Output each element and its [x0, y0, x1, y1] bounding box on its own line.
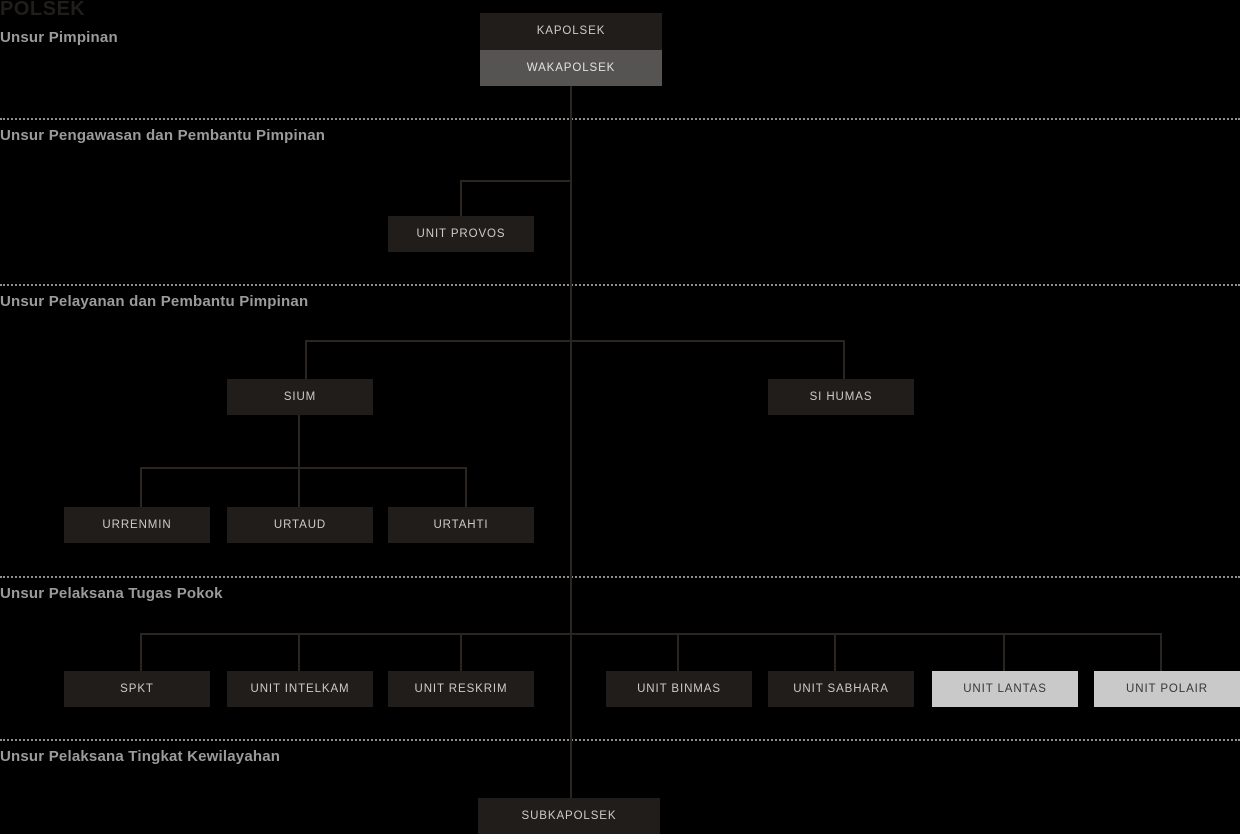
node-unit-reskrim[interactable]: UNIT RESKRIM [388, 671, 534, 707]
node-wakapolsek[interactable]: WAKAPOLSEK [480, 50, 662, 86]
section-label-unsur-pimpinan: Unsur Pimpinan [0, 29, 118, 46]
connector-binmas-drop [677, 633, 679, 671]
connector-ur-bus [141, 467, 467, 469]
node-subkapolsek[interactable]: SUBKAPOLSEK [478, 798, 660, 834]
node-sium[interactable]: SIUM [227, 379, 373, 415]
section-label-unsur-kewilayahan: Unsur Pelaksana Tingkat Kewilayahan [0, 748, 281, 765]
page-title: POLSEK [0, 0, 86, 20]
connector-urtaud-drop [298, 467, 300, 507]
divider-pelayanan [0, 284, 1240, 286]
divider-pelaksana [0, 576, 1240, 578]
connector-urtahti-drop [465, 467, 467, 507]
connector-polair-drop [1160, 633, 1162, 671]
node-urrenmin[interactable]: URRENMIN [64, 507, 210, 543]
section-label-unsur-pelaksana: Unsur Pelaksana Tugas Pokok [0, 585, 223, 602]
section-label-unsur-pengawasan: Unsur Pengawasan dan Pembantu Pimpinan [0, 127, 326, 144]
node-unit-binmas[interactable]: UNIT BINMAS [606, 671, 752, 707]
connector-intelkam-drop [298, 633, 300, 671]
connector-sabhara-drop [834, 633, 836, 671]
connector-urrenmin-drop [140, 467, 142, 507]
connector-sium-to-children [298, 415, 300, 468]
connector-pelaksana-bus [141, 633, 1162, 635]
connector-provos-horizontal [460, 180, 572, 182]
connector-reskrim-drop [460, 633, 462, 671]
node-unit-polair[interactable]: UNIT POLAIR [1094, 671, 1240, 707]
node-urtaud[interactable]: URTAUD [227, 507, 373, 543]
node-unit-provos[interactable]: UNIT PROVOS [388, 216, 534, 252]
connector-spkt-drop [140, 633, 142, 671]
divider-kewilayahan [0, 739, 1240, 741]
connector-pelayanan-bus [305, 340, 845, 342]
node-si-humas[interactable]: SI HUMAS [768, 379, 914, 415]
node-unit-lantas[interactable]: UNIT LANTAS [932, 671, 1078, 707]
node-unit-sabhara[interactable]: UNIT SABHARA [768, 671, 914, 707]
connector-sihumas-drop [843, 340, 845, 380]
divider-pengawasan [0, 118, 1240, 120]
node-urtahti[interactable]: URTAHTI [388, 507, 534, 543]
node-spkt[interactable]: SPKT [64, 671, 210, 707]
connector-provos-vertical [460, 180, 462, 217]
connector-lantas-drop [1003, 633, 1005, 671]
node-kapolsek[interactable]: KAPOLSEK [480, 13, 662, 50]
section-label-unsur-pelayanan: Unsur Pelayanan dan Pembantu Pimpinan [0, 293, 309, 310]
node-unit-intelkam[interactable]: UNIT INTELKAM [227, 671, 373, 707]
trunk-line-main [570, 85, 572, 798]
connector-sium-drop [305, 340, 307, 380]
